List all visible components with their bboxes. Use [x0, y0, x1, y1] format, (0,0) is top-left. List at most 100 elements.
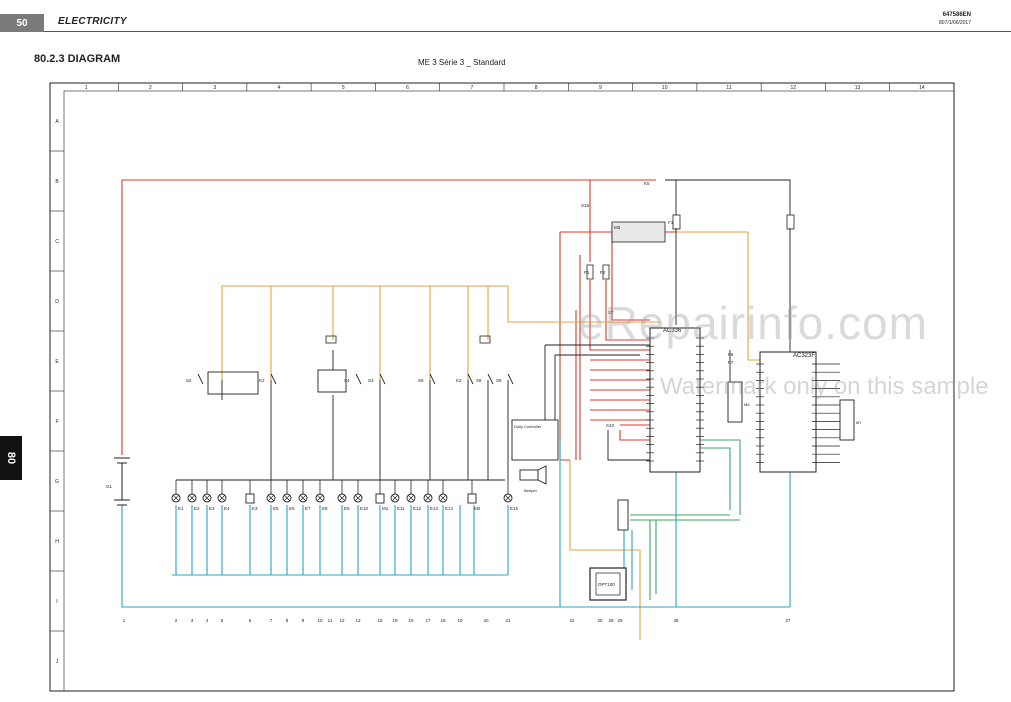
orange-wires	[221, 231, 760, 640]
wire-number: 7	[270, 618, 273, 623]
controller-ac336	[649, 327, 701, 473]
lamp-cross	[407, 494, 415, 502]
fuse-k5-right	[479, 335, 491, 344]
optio-inner	[595, 572, 621, 596]
switch-label: S3	[368, 378, 374, 383]
optio-label: OPT100	[598, 582, 615, 587]
m6-label: M6	[744, 402, 750, 407]
motor-m7	[839, 399, 855, 441]
blue-wires	[121, 440, 791, 608]
lamp-cross	[218, 494, 226, 502]
m3-box	[611, 221, 666, 243]
column-label: 1	[85, 85, 88, 91]
column-label: 13	[855, 85, 861, 91]
wire-number: 13	[355, 618, 361, 623]
column-label: 5	[342, 85, 345, 91]
column-label: 12	[791, 85, 797, 91]
switch-label: S7	[608, 310, 614, 315]
chapter-title: ELECTRICITY	[58, 16, 127, 27]
beeper-box	[519, 469, 539, 481]
lamp-cross	[439, 494, 447, 502]
lamp-cross	[299, 494, 307, 502]
fuse-f2-left	[602, 264, 610, 280]
row-label: I	[56, 599, 57, 605]
lamp-label: E3	[209, 506, 215, 511]
lamp-cross	[391, 494, 399, 502]
wire-number: 19	[457, 618, 463, 623]
switch-s4-box	[317, 369, 347, 393]
switch-contact	[467, 373, 474, 385]
lamp-label: E9	[344, 506, 350, 511]
wire-number: 9	[302, 618, 305, 623]
wire-number: 25	[597, 618, 603, 623]
lamp-label: E7	[305, 506, 311, 511]
wire-number: 6	[249, 618, 252, 623]
lamp-label: E10	[360, 506, 369, 511]
side-chapter-tab: 80	[0, 436, 22, 480]
lamp-cross	[203, 494, 211, 502]
lamp-label: E14	[445, 506, 454, 511]
wire-number: 5	[221, 618, 224, 623]
lamp-cross	[504, 494, 512, 502]
section-title: 80.2.3 DIAGRAM	[34, 53, 121, 65]
beeper-label: Beeper	[524, 488, 538, 493]
fuse-k5-left	[325, 335, 337, 344]
row-label: H	[55, 539, 59, 545]
lamp-label: E5	[273, 506, 279, 511]
wire-number: 28	[608, 618, 614, 623]
header-rule	[44, 31, 1011, 32]
column-label: 2	[149, 85, 152, 91]
wire-number: 16	[377, 618, 383, 623]
ac-right-label: AC323F	[793, 353, 815, 359]
doc-code: 647586EN	[942, 12, 971, 18]
wire-number: 19	[392, 618, 398, 623]
display-label: Dolly Controller	[514, 424, 542, 429]
lamp-label: K3	[252, 506, 258, 511]
column-label: 8	[535, 85, 538, 91]
lamp-label: E11	[397, 506, 405, 511]
fuse-f2	[672, 214, 681, 230]
relay-coil	[467, 493, 477, 504]
wire-number: 4	[206, 618, 209, 623]
row-label: A	[55, 119, 59, 125]
beeper-icon	[537, 465, 547, 485]
wire-number: 1	[123, 618, 126, 623]
lamp-cross	[188, 494, 196, 502]
lamp-cross	[354, 494, 362, 502]
m3-label: M3	[614, 225, 621, 230]
m7-label: M7	[856, 420, 862, 425]
wire-number: 10	[317, 618, 323, 623]
wire-number: 2	[175, 618, 178, 623]
lamp-label: E12	[413, 506, 422, 511]
switch-s2-box	[207, 371, 259, 395]
lamp-label: E6	[289, 506, 295, 511]
column-label: 6	[406, 85, 409, 91]
switch-contact	[355, 373, 362, 385]
lamp-label: E1	[178, 506, 184, 511]
switch-label: F6	[728, 352, 734, 357]
switch-label: S6	[418, 378, 424, 383]
wire-number: 21	[505, 618, 511, 623]
switch-contact	[487, 373, 494, 385]
switch-label: K2	[456, 378, 462, 383]
red-wires	[121, 179, 677, 461]
column-label: 14	[919, 85, 925, 91]
switch-label: K2	[259, 378, 265, 383]
lamp-label: M2	[474, 506, 481, 511]
wire-number: 17	[425, 618, 431, 623]
watermark-main: eRepairinfo.com	[578, 297, 928, 349]
row-label: B	[55, 179, 59, 185]
ac336-pins	[646, 337, 704, 462]
column-label: 9	[599, 85, 602, 91]
switch-contact	[379, 373, 386, 385]
fuse-f1-left	[586, 264, 594, 280]
switch-label: S9	[496, 378, 502, 383]
lamp-label: E8	[322, 506, 328, 511]
ac323f-pins	[756, 363, 840, 463]
fuse-f1	[786, 214, 795, 230]
switch-label: F1	[584, 270, 590, 275]
wire-number: 22	[569, 618, 575, 623]
relay-coil	[245, 493, 255, 504]
